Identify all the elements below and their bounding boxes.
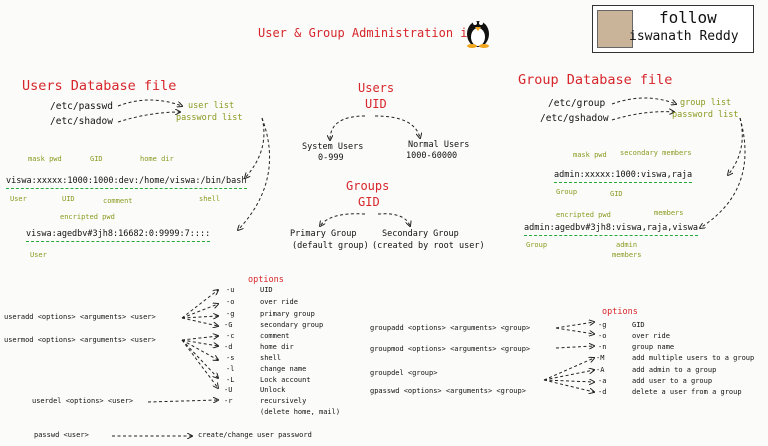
groups-heading: Groups — [346, 179, 390, 193]
group-db-heading: Group Database file — [518, 72, 673, 88]
opt-d-desc: home dir — [260, 343, 294, 351]
opt-r-desc: recursively — [260, 397, 307, 405]
follow-label: follow — [659, 8, 717, 27]
gshadow-admin-members-label: members — [612, 251, 642, 259]
opt-r-extra: (delete home, mail) — [260, 408, 341, 416]
groupdel-command: groupdel <group> — [370, 369, 438, 377]
gopt-A-desc: add admin to a group — [632, 366, 717, 374]
group-mask-pwd-label: mask pwd — [573, 151, 607, 159]
group-list-label: group list — [680, 98, 732, 108]
group-gid-field-label: GID — [610, 190, 623, 198]
system-users-range: 0-999 — [318, 153, 344, 163]
gopt-d-flag: -d — [598, 388, 607, 396]
groupmod-command: groupmod <options> <arguments> <group> — [370, 345, 531, 353]
gopt-o-desc: over ride — [632, 332, 670, 340]
gopt-M-flag: -M — [596, 354, 605, 362]
group-encripted-pwd-label: encripted pwd — [556, 211, 611, 219]
mask-pwd-label: mask pwd — [28, 155, 62, 163]
gopt-g-flag: -g — [598, 321, 607, 329]
gopt-M-desc: add multiple users to a group — [632, 354, 755, 362]
opt-L-desc: Lock account — [260, 376, 311, 384]
gshadow-group-label: Group — [526, 241, 548, 249]
user-options-heading: options — [248, 275, 284, 285]
comment-field-label: comment — [103, 197, 133, 205]
normal-users-label: Normal Users — [408, 140, 470, 150]
secondary-group-note: (created by root user) — [372, 241, 485, 251]
tux-penguin-icon — [467, 21, 489, 48]
passwd-line: viswa:xxxxx:1000:1000:dev:/home/viswa:/b… — [6, 177, 247, 189]
opt-s-flag: -s — [226, 354, 235, 362]
usermod-command: usermod <options> <arguments> <user> — [4, 336, 156, 344]
secondary-group-label: Secondary Group — [382, 229, 459, 239]
gopt-n-flag: -n — [598, 343, 607, 351]
passwd-command: passwd <user> — [34, 431, 89, 439]
passwd-file: /etc/passwd — [50, 101, 113, 112]
gid-label: GID — [90, 155, 103, 163]
useradd-command: useradd <options> <arguments> <user> — [4, 313, 156, 321]
gopt-a-flag: -a — [598, 377, 607, 385]
gshadow-file: /etc/gshadow — [540, 113, 609, 124]
avatar — [597, 10, 633, 48]
opt-l-flag: -l — [226, 365, 235, 373]
uid-field-label: UID — [62, 195, 75, 203]
secondary-members-label: secondary members — [620, 149, 692, 157]
primary-group-note: (default group) — [292, 241, 369, 251]
shadow-line: viswa:agedbv#3jh8:16682:0:9999:7:::: — [26, 230, 211, 242]
normal-users-range: 1000-60000 — [406, 151, 458, 161]
groupadd-command: groupadd <options> <arguments> <group> — [370, 324, 531, 332]
opt-l-desc: change name — [260, 365, 307, 373]
opt-U-flag: -U — [224, 386, 233, 394]
gopt-a-desc: add user to a group — [632, 377, 713, 385]
page-title: User & Group Administration in — [258, 26, 475, 40]
group-options-heading: options — [602, 307, 638, 317]
opt-s-desc: shell — [260, 354, 282, 362]
opt-c-desc: comment — [260, 332, 290, 340]
system-users-label: System Users — [302, 142, 364, 152]
opt-r-flag: -r — [224, 397, 233, 405]
passwd-description: create/change user password — [198, 431, 312, 439]
group-file: /etc/group — [548, 98, 606, 109]
gopt-o-flag: -o — [598, 332, 607, 340]
uid-heading: UID — [365, 97, 387, 111]
group-field-label: Group — [556, 188, 578, 196]
encripted-pwd-label: encripted pwd — [60, 213, 115, 221]
opt-g-flag: -g — [226, 310, 235, 318]
group-line: admin:xxxxx:1000:viswa,raja — [554, 171, 693, 183]
opt-o-flag: -o — [226, 298, 235, 306]
gpasswd-command: gpasswd <options> <arguments> <group> — [370, 387, 526, 395]
opt-d-flag: -d — [224, 343, 233, 351]
opt-G-flag: -G — [224, 321, 233, 329]
follow-name: iswanath Reddy — [629, 29, 739, 44]
opt-u-desc: UID — [260, 286, 273, 294]
opt-c-flag: -c — [226, 332, 235, 340]
gshadow-line: admin:agedbv#3jh8:viswa,raja,viswa — [524, 224, 698, 236]
shadow-user-label: User — [30, 251, 47, 259]
shadow-file: /etc/shadow — [50, 116, 113, 127]
opt-G-desc: secondary group — [260, 321, 324, 329]
primary-group-label: Primary Group — [290, 229, 357, 239]
user-list-label: user list — [188, 101, 235, 111]
gid-heading: GID — [358, 195, 380, 209]
opt-u-flag: -u — [226, 286, 235, 294]
gopt-A-flag: -A — [596, 366, 605, 374]
users-db-heading: Users Database file — [22, 78, 177, 94]
opt-o-desc: over ride — [260, 298, 298, 306]
home-dir-label: home dir — [140, 155, 174, 163]
gopt-g-desc: GID — [632, 321, 645, 329]
gshadow-members-label: members — [654, 209, 684, 217]
group-password-list-label: password list — [672, 110, 739, 120]
shell-field-label: shell — [199, 195, 221, 203]
opt-L-flag: -L — [226, 376, 235, 384]
opt-U-desc: Unlock — [260, 386, 286, 394]
gopt-n-desc: group name — [632, 343, 675, 351]
gshadow-admin-label: admin — [616, 241, 638, 249]
password-list-label: password list — [176, 113, 243, 123]
user-field-label: User — [10, 195, 27, 203]
gopt-d-desc: delete a user from a group — [632, 388, 742, 396]
userdel-command: userdel <options> <user> — [32, 397, 134, 405]
opt-g-desc: primary group — [260, 310, 315, 318]
follow-badge[interactable]: follow iswanath Reddy — [592, 5, 754, 53]
users-heading: Users — [358, 81, 395, 95]
